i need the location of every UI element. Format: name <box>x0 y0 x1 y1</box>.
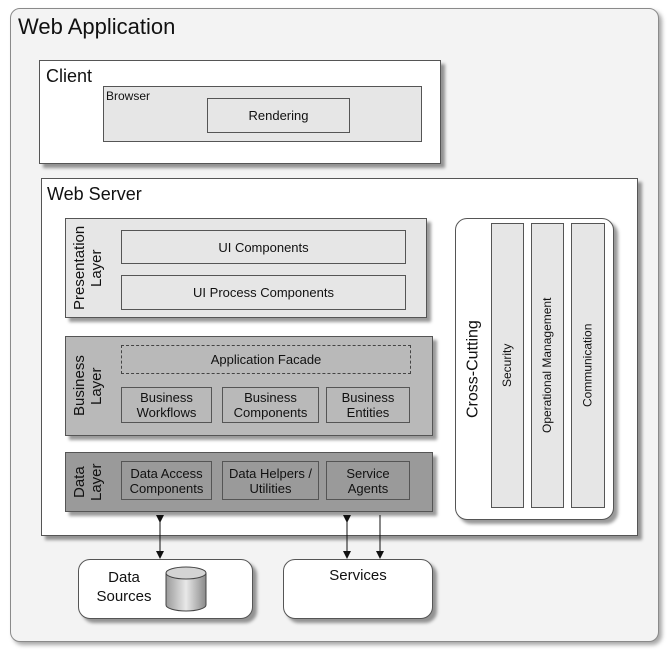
business-workflows-line2: Workflows <box>136 405 197 420</box>
services-label: Services <box>329 567 387 584</box>
data-sources-line1: Data <box>108 569 140 586</box>
service-agents-line1: Service <box>346 465 390 481</box>
data-access-line1: Data Access <box>130 465 203 481</box>
application-facade-box: Application Facade <box>121 345 411 374</box>
browser-label: Browser <box>106 89 151 103</box>
data-sources-line2: Sources <box>96 588 152 605</box>
client-title: Client <box>46 66 93 86</box>
business-entities-line1: Business <box>341 390 395 405</box>
ui-components-box: UI Components <box>121 230 406 264</box>
rendering-box: Rendering <box>207 98 350 133</box>
database-icon <box>165 566 207 612</box>
web-server-title: Web Server <box>47 184 142 204</box>
data-helpers-utilities-box: Data Helpers /Utilities <box>222 461 319 500</box>
business-workflows-line1: Business <box>140 390 193 405</box>
web-application-title: Web Application <box>18 14 176 39</box>
service-agents-line2: Agents <box>347 480 389 496</box>
business-entities-line2: Entities <box>346 405 390 420</box>
business-components-line1: Business <box>244 390 297 405</box>
ui-process-components-box: UI Process Components <box>121 275 406 310</box>
services-box <box>283 559 433 619</box>
data-access-line2: Components <box>129 480 204 496</box>
business-components-line2: Components <box>233 405 308 420</box>
data-helpers-line2: Utilities <box>249 480 292 496</box>
data-helpers-line1: Data Helpers / <box>228 465 313 481</box>
